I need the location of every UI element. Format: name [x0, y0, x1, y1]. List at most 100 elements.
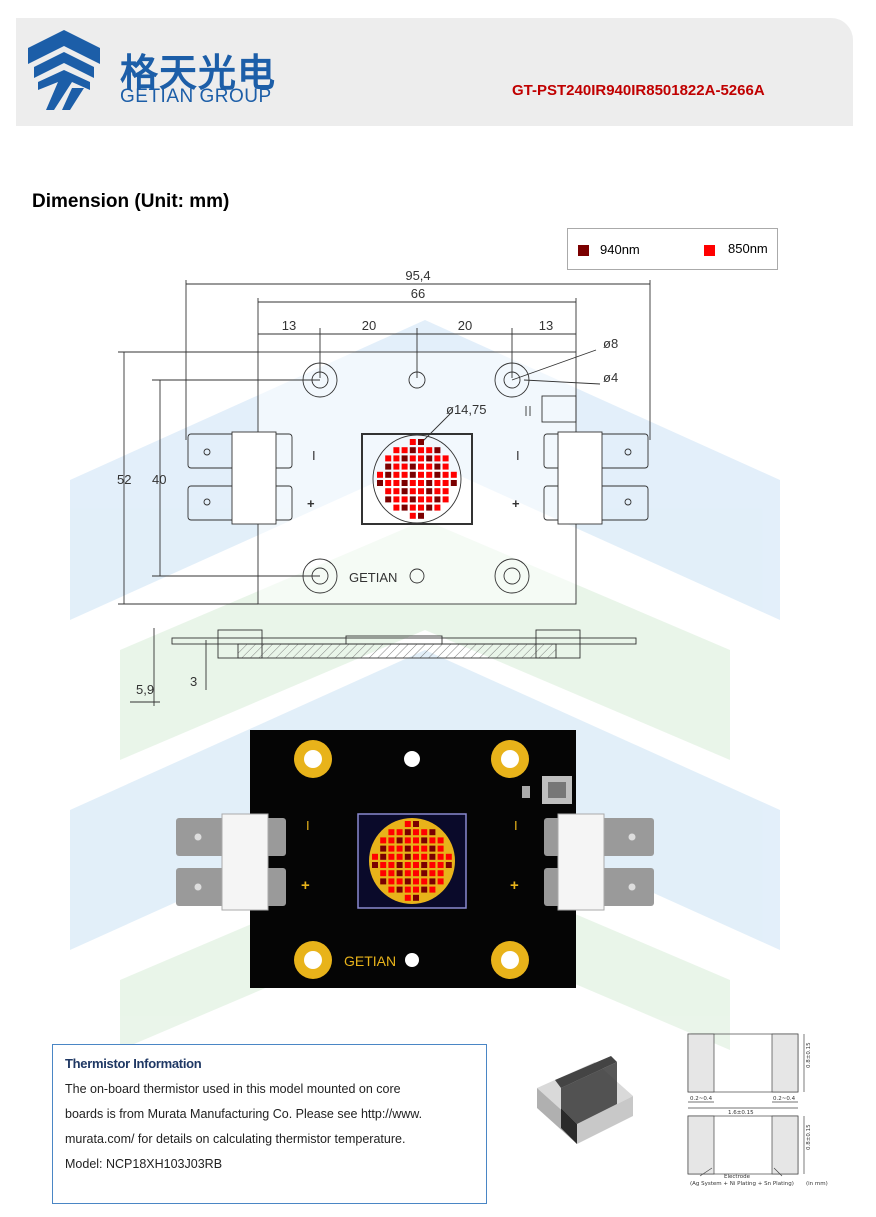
led-chip: [429, 878, 436, 885]
dim-hole-small: ø4: [603, 370, 618, 385]
led-chip: [413, 862, 419, 868]
led-chip: [404, 878, 411, 885]
drawing-led-array: [377, 439, 457, 519]
section-title: Dimension (Unit: mm): [32, 191, 230, 212]
led-chip: [413, 894, 419, 901]
led-chip: [434, 463, 441, 470]
led-chip: [409, 463, 416, 470]
led-chip: [418, 496, 424, 503]
led-chip: [434, 504, 441, 511]
thermistor-dim-a: 0.2~0.4: [690, 1096, 713, 1102]
drawing-polarity-pos-right: +: [512, 496, 520, 511]
led-chip: [404, 853, 411, 860]
led-chip: [409, 471, 416, 478]
led-chip: [429, 853, 436, 860]
led-chip: [404, 894, 411, 901]
led-chip: [409, 439, 416, 445]
led-chip: [442, 471, 449, 478]
led-chip: [442, 463, 449, 470]
led-chip: [385, 496, 392, 503]
thermistor-title: Thermistor Information: [65, 1056, 202, 1071]
led-chip: [393, 496, 400, 503]
led-chip: [437, 845, 444, 852]
drawing-polarity-pos-left: +: [307, 496, 315, 511]
logo-chinese-text: 格天光电: [120, 51, 277, 95]
led-chip: [388, 870, 395, 877]
led-chip: [434, 471, 441, 478]
led-chip: [429, 845, 436, 852]
dim-overall-width: 95,4: [405, 268, 430, 283]
led-chip: [388, 862, 395, 868]
led-chip: [385, 463, 392, 470]
led-chip: [404, 886, 411, 893]
led-chip: [393, 480, 400, 486]
led-chip: [426, 471, 433, 478]
led-chip: [421, 837, 428, 844]
thermistor-dimension-diagram: 0.2~0.4 0.2~0.4 1.6±0.15 0.8±0.15 0.8±0.…: [687, 1033, 828, 1187]
header-banner: [16, 18, 853, 126]
drawing-polarity-neg-left: I: [312, 448, 316, 463]
legend-swatch-940: [578, 245, 589, 256]
led-chip: [409, 504, 416, 511]
led-chip: [380, 870, 387, 877]
led-chip: [413, 821, 419, 827]
led-chip: [421, 878, 428, 885]
thermistor-dim-b: 0.2~0.4: [773, 1096, 796, 1102]
led-chip: [418, 504, 424, 511]
led-chip: [396, 886, 403, 893]
led-chip: [434, 447, 441, 454]
photo-polarity-pos-left: +: [301, 877, 310, 894]
photo-led-array: [372, 821, 452, 901]
led-chip: [388, 878, 395, 885]
dim-seg-3: 20: [458, 318, 472, 333]
thermistor-dim-height-1: 0.8±0.15: [806, 1042, 812, 1068]
led-chip: [421, 853, 428, 860]
led-chip: [393, 471, 400, 478]
led-chip: [393, 504, 400, 511]
led-chip: [388, 837, 395, 844]
led-chip: [418, 455, 424, 462]
led-chip: [421, 886, 428, 893]
led-chip: [401, 504, 408, 511]
led-chip: [377, 471, 383, 478]
led-chip: [437, 837, 444, 844]
led-chip: [450, 480, 457, 486]
thermistor-dim-length: 1.6±0.15: [728, 1110, 754, 1116]
led-chip: [380, 878, 387, 885]
led-chip: [385, 488, 392, 495]
led-chip: [396, 870, 403, 877]
led-chip: [413, 829, 419, 836]
thermistor-text-line-2: boards is from Murata Manufacturing Co. …: [65, 1107, 423, 1121]
led-chip: [429, 829, 436, 836]
thermistor-electrode-detail: (Ag System + Ni Plating + Sn Plating): [690, 1181, 794, 1187]
led-chip: [450, 471, 457, 478]
led-chip: [404, 837, 411, 844]
led-chip: [409, 455, 416, 462]
thermistor-model: Model: NCP18XH103J03RB: [65, 1157, 223, 1171]
led-chip: [429, 862, 436, 868]
led-chip: [409, 512, 416, 519]
photo-polarity-pos-right: +: [510, 877, 519, 894]
led-chip: [404, 862, 411, 868]
dim-thickness-total: 5,9: [136, 682, 154, 697]
led-chip: [404, 821, 411, 827]
led-chip: [442, 480, 449, 486]
dim-height-outer: 52: [117, 472, 131, 487]
dim-seg-4: 13: [539, 318, 553, 333]
led-chip: [396, 878, 403, 885]
led-chip: [429, 870, 436, 877]
dim-thickness-board: 3: [190, 674, 197, 689]
led-chip: [421, 829, 428, 836]
thermistor-info-box: Thermistor Information The on-board ther…: [52, 1044, 487, 1204]
led-chip: [401, 488, 408, 495]
led-chip: [409, 480, 416, 486]
dim-lens-diameter: ø14,75: [446, 402, 486, 417]
led-chip: [380, 862, 387, 868]
dim-seg-1: 13: [282, 318, 296, 333]
led-chip: [445, 853, 452, 860]
led-chip: [396, 845, 403, 852]
led-chip: [421, 870, 428, 877]
thermistor-electrode-label: Electrode: [724, 1174, 751, 1180]
legend-label-940: 940nm: [600, 242, 640, 257]
led-chip: [385, 480, 392, 486]
